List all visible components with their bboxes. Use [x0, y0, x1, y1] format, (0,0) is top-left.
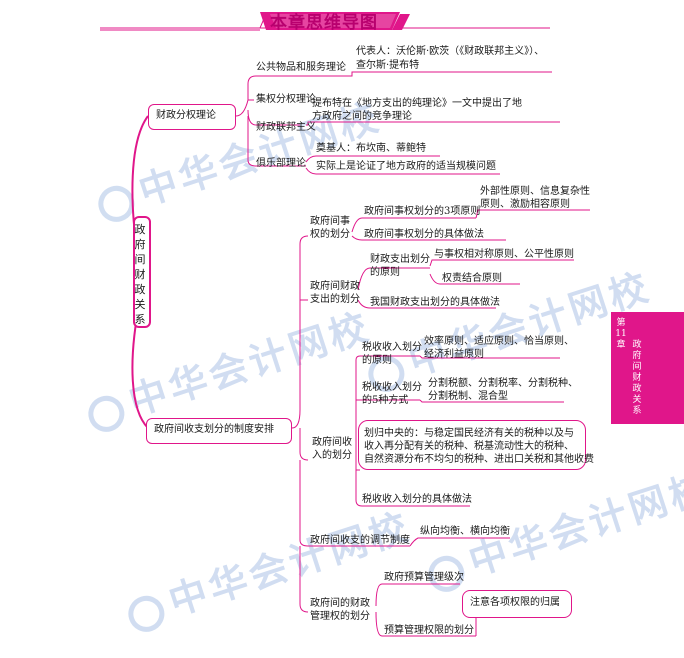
revenue-label-2: 入的划分: [312, 450, 352, 461]
theory-fiscal-fed-desc-1: 提布特在《地方支出的纯理论》一文中提出了地: [312, 98, 522, 109]
root-node-label: 政府间财政关系: [134, 223, 146, 326]
powers-principles: 政府间事权划分的3项原则: [364, 206, 481, 217]
powers-practice: 政府间事权划分的具体做法: [364, 229, 484, 240]
system-node-label: 政府间收支划分的制度安排: [154, 424, 274, 435]
revenue-methods-1: 税收收入划分: [362, 382, 422, 393]
side-tab-title: 政府间财政关系: [632, 340, 642, 416]
expenditure-china-practice: 我国财政支出划分的具体做法: [370, 297, 500, 308]
revenue-central-3: 自然资源分布不均匀的税种、进出口关税和其他收费: [364, 454, 594, 465]
adjust-detail: 纵向均衡、横向均衡: [420, 526, 510, 537]
expenditure-principle-1: 财政支出划分: [370, 254, 430, 265]
theory-club: 俱乐部理论: [256, 158, 306, 169]
theory-public-goods-rep-1: 代表人：沃伦斯·欧茨（《财政联邦主义》）、: [356, 46, 545, 57]
expenditure-principle-b: 权责结合原则: [442, 273, 502, 284]
budget-authority: 预算管理权限的划分: [384, 625, 474, 636]
expenditure-label-1: 政府间财政: [310, 281, 360, 292]
revenue-central-1: 划归中央的：与稳定国民经济有关的税种以及与: [364, 428, 574, 439]
page-title: 本章思维导图: [270, 13, 378, 33]
theory-fiscal-federalism: 财政联邦主义: [256, 122, 316, 133]
expenditure-principle-2: 的原则: [370, 267, 400, 278]
powers-label-2: 权的划分: [310, 229, 350, 240]
revenue-principle-detail-2: 经济利益原则: [424, 349, 484, 360]
theory-decentral: 集权分权理论: [256, 94, 316, 105]
theory-node-label: 财政分权理论: [156, 110, 216, 121]
budget-note-box: [462, 590, 572, 618]
revenue-methods-2: 的5种方式: [362, 395, 409, 406]
budget-level: 政府预算管理级次: [384, 572, 464, 583]
revenue-principle-1: 税收收入划分: [362, 342, 422, 353]
theory-club-desc: 实际上是论证了地方政府的适当规模问题: [316, 161, 496, 172]
system-node-box: [146, 418, 292, 444]
revenue-methods-detail-1: 分割税额、分割税率、分割税种、: [428, 378, 578, 389]
theory-club-founder: 奠基人：布坎南、蒂鲍特: [316, 143, 426, 154]
revenue-central-2: 收入再分配有关的税种、税基流动性大的税种、: [364, 441, 574, 452]
expenditure-label-2: 支出的划分: [310, 294, 360, 305]
powers-principles-detail-1: 外部性原则、信息复杂性: [480, 186, 590, 197]
chapter-side-tab: [611, 312, 684, 424]
powers-label-1: 政府间事: [310, 216, 350, 227]
revenue-methods-detail-2: 分割税制、混合型: [428, 391, 508, 402]
theory-public-goods-rep-2: 查尔斯·提布特: [356, 60, 420, 71]
header-banner: [100, 12, 550, 31]
expenditure-principle-a: 与事权相对称原则、公平性原则: [434, 249, 574, 260]
theory-public-goods: 公共物品和服务理论: [256, 62, 346, 73]
powers-principles-detail-2: 原则、激励相容原则: [480, 199, 570, 210]
theory-fiscal-fed-desc-2: 方政府之间的竞争理论: [312, 111, 412, 122]
revenue-central-box: [358, 420, 586, 470]
budget-label-1: 政府间的财政: [310, 598, 370, 609]
root-node-box: [133, 216, 151, 328]
revenue-principle-detail-1: 效率原则、适应原则、恰当原则、: [424, 336, 574, 347]
revenue-practice: 税收收入划分的具体做法: [362, 494, 472, 505]
theory-node-box: [148, 104, 236, 130]
adjust-label: 政府间收支的调节制度: [310, 535, 410, 546]
revenue-label-1: 政府间收: [312, 437, 352, 448]
budget-label-2: 管理权的划分: [310, 611, 370, 622]
revenue-principle-2: 的原则: [362, 355, 392, 366]
side-tab-chapter: 第11章: [615, 318, 627, 350]
budget-note: 注意各项权限的归属: [470, 597, 560, 608]
